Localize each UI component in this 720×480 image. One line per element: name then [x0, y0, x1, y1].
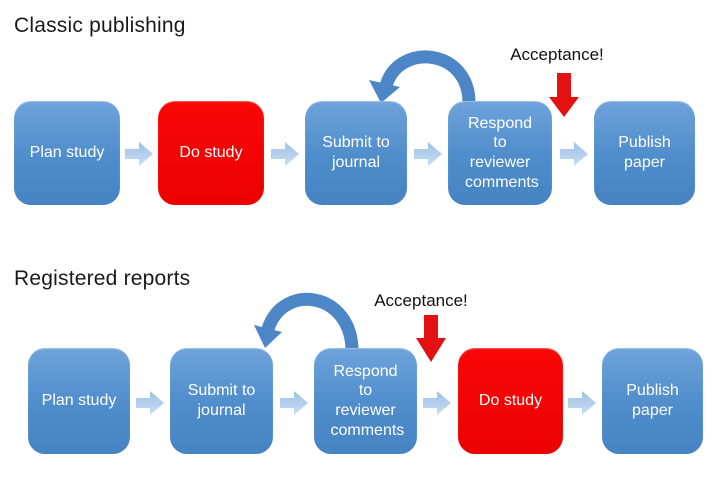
box-label: Submit to journal	[322, 134, 390, 171]
registered-box-do-study: Do study	[458, 348, 563, 454]
flow-connector-arrow	[280, 391, 308, 415]
registered-box-submit-to-journal: Submit to journal	[170, 348, 273, 454]
box-label: Do study	[179, 144, 243, 162]
registered-box-respond-reviewer-comments: Respond to reviewer comments	[314, 348, 417, 454]
box-label: Do study	[478, 392, 543, 410]
acceptance-label: Acceptance!	[510, 45, 604, 64]
classic-box-do-study: Do study	[158, 101, 264, 205]
flow-connector-arrow	[568, 391, 596, 415]
flow-connector-arrow	[560, 142, 588, 166]
box-label: Publish paper	[618, 134, 671, 171]
box-label: Respond to reviewer comments	[465, 114, 539, 191]
acceptance-arrow	[549, 73, 579, 117]
registered-box-publish-paper: Publish paper	[602, 348, 703, 454]
flow-connector-arrow	[271, 142, 299, 166]
revision-loop-arrow	[369, 50, 476, 105]
flow-connector-arrow	[414, 142, 442, 166]
acceptance-arrow	[416, 315, 446, 362]
classic-box-respond-reviewer-comments: Respond to reviewer comments	[448, 101, 552, 205]
classic-box-publish-paper: Publish paper	[594, 101, 695, 205]
flow-connector-arrow	[136, 391, 164, 415]
flow-connector-arrow	[125, 142, 153, 166]
revision-loop-arrow	[254, 292, 359, 352]
box-label: Submit to journal	[187, 382, 256, 419]
acceptance-label: Acceptance!	[374, 291, 468, 310]
box-label: Plan study	[41, 392, 117, 410]
classic-box-plan-study: Plan study	[14, 101, 120, 205]
flow-connector-arrow	[423, 391, 451, 415]
section-title-classic-publishing: Classic publishing	[14, 14, 186, 37]
registered-box-plan-study: Plan study	[28, 348, 130, 454]
box-label: Respond to reviewer comments	[330, 362, 405, 439]
classic-box-submit-to-journal: Submit to journal	[305, 101, 407, 205]
box-label: Plan study	[29, 144, 105, 162]
box-label: Publish paper	[626, 382, 679, 419]
section-title-registered-reports: Registered reports	[14, 267, 191, 290]
